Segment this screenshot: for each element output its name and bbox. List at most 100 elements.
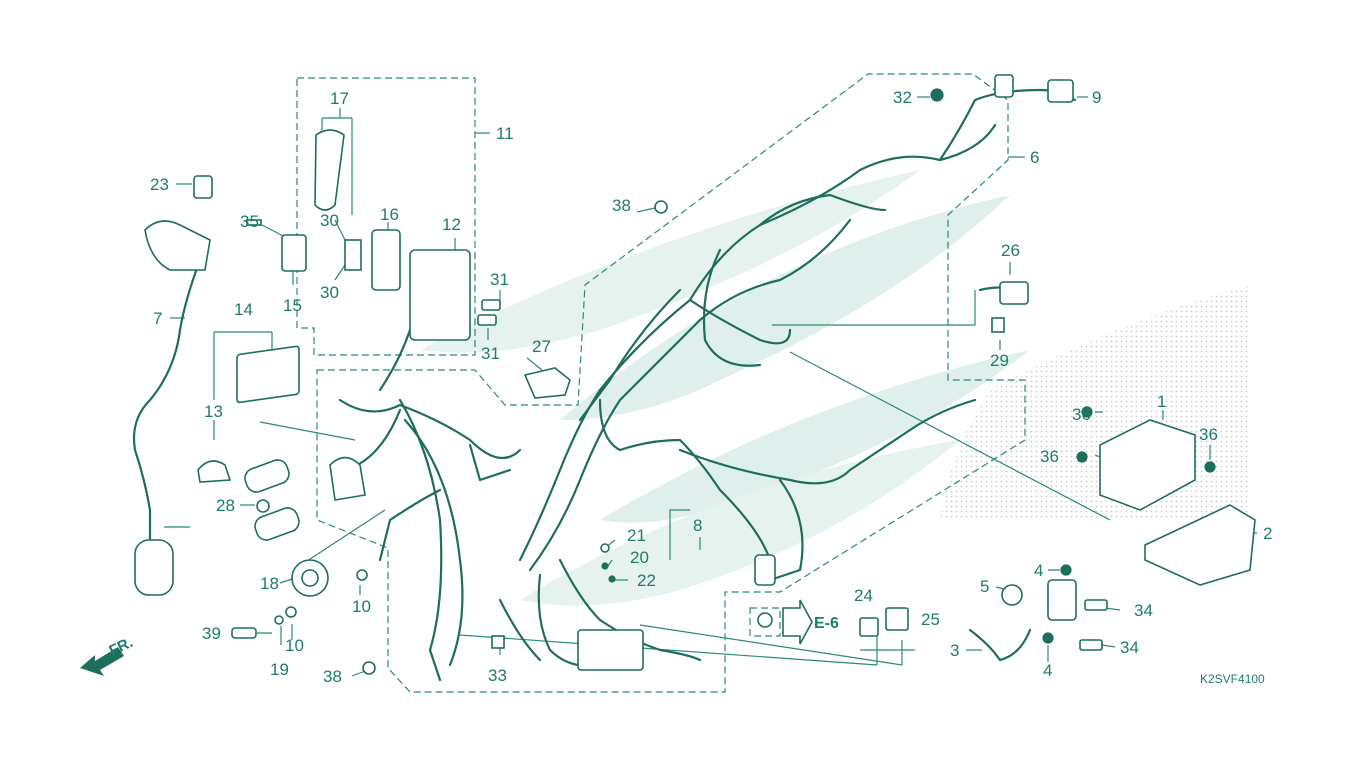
part-27-relay (523, 367, 571, 399)
parts (134, 74, 1256, 675)
callout-4a: 4 (1034, 561, 1043, 580)
callout-14: 14 (234, 300, 253, 319)
callout-10a: 10 (352, 597, 371, 616)
watermark-wing (420, 170, 1030, 606)
diagram-code: K2SVF4100 (1200, 672, 1265, 686)
part-12-ignition (409, 249, 471, 341)
callout-36a: 36 (1072, 405, 1091, 424)
callout-36c: 36 (1199, 425, 1218, 444)
part-31-screw (481, 299, 501, 311)
part-32-grommet (930, 88, 944, 102)
callouts: 1 2 3 4 4 5 6 7 8 9 10 10 11 12 13 14 15… (150, 88, 1272, 686)
part-36-nut (1081, 406, 1093, 418)
callout-26: 26 (1001, 241, 1020, 260)
callout-31b: 31 (481, 344, 500, 363)
part-18-horn-center (301, 569, 319, 587)
callout-33: 33 (488, 666, 507, 685)
part-26-sensor (999, 281, 1029, 305)
callout-25: 25 (921, 610, 940, 629)
part-3-sensor (1047, 579, 1077, 621)
callout-36b: 36 (1040, 447, 1059, 466)
callout-27: 27 (532, 337, 551, 356)
part-24-relay (859, 617, 879, 637)
part-5-grommet (1001, 584, 1023, 606)
e6-reference: E-6 (782, 599, 839, 645)
part-9-connector (994, 74, 1014, 98)
callout-32: 32 (893, 88, 912, 107)
part-4-nut (1060, 564, 1072, 576)
part-30-clip (344, 239, 362, 271)
part-35-screw (246, 219, 262, 226)
callout-30a: 30 (320, 211, 339, 230)
part-fuse-box (577, 629, 644, 671)
callout-11: 11 (496, 124, 514, 143)
outline-main-harness (316, 73, 1026, 693)
part-8-fuse (754, 554, 776, 586)
part-e6-bolt (757, 612, 773, 628)
assembly-outlines (296, 73, 1026, 693)
callout-7: 7 (153, 309, 162, 328)
part-key-fob-2 (254, 507, 300, 541)
watermark-logo (940, 285, 1250, 520)
callout-24: 24 (854, 586, 873, 605)
part-17-rod (314, 129, 345, 211)
ref-tag-label: E-6 (814, 615, 839, 632)
part-20-nut (601, 562, 609, 570)
part-36-nut-2 (1076, 451, 1088, 463)
callout-35: 35 (240, 212, 259, 231)
callout-20: 20 (630, 548, 649, 567)
part-13-strap (197, 460, 232, 483)
part-38-bolt-2 (654, 200, 668, 214)
part-34-bolt-2 (1079, 639, 1103, 651)
part-2-bracket (1144, 504, 1256, 586)
callout-28: 28 (216, 496, 235, 515)
part-23-cap (193, 175, 213, 199)
arrow-front-icon (80, 647, 124, 676)
callout-5: 5 (980, 577, 989, 596)
callout-9: 9 (1092, 88, 1101, 107)
callout-21: 21 (627, 526, 646, 545)
callout-38a: 38 (612, 196, 631, 215)
part-7-connector (144, 220, 211, 271)
callout-38b: 38 (323, 667, 342, 686)
wire-harness (132, 88, 1077, 682)
outline-e6-ref (749, 607, 781, 637)
callout-22: 22 (637, 571, 656, 590)
part-38-bolt (362, 661, 376, 675)
part-cover (329, 456, 366, 501)
part-31-screw-2 (477, 314, 497, 326)
part-39-bolt (231, 627, 257, 639)
part-4-nut-2 (1042, 632, 1054, 644)
callout-6: 6 (1030, 148, 1039, 167)
part-28-battery (256, 499, 270, 513)
callout-30b: 30 (320, 283, 339, 302)
fr-label: FR. (107, 634, 136, 660)
part-1-ecu (1099, 419, 1196, 511)
callout-3: 3 (950, 641, 959, 660)
callout-34b: 34 (1120, 638, 1139, 657)
callout-16: 16 (380, 205, 399, 224)
callout-19: 19 (270, 660, 289, 679)
callout-13: 13 (204, 402, 223, 421)
part-7-sensor (134, 539, 174, 596)
part-14-control-unit (236, 345, 300, 404)
callout-31a: 31 (490, 270, 509, 289)
part-9-sensor (1047, 79, 1074, 103)
callout-8: 8 (693, 516, 702, 535)
callout-17: 17 (330, 89, 349, 108)
callout-34a: 34 (1134, 601, 1153, 620)
callout-39: 39 (202, 624, 221, 643)
callout-4b: 4 (1043, 661, 1052, 680)
part-10-nut (356, 569, 368, 581)
part-33-clip (491, 635, 505, 649)
callout-12: 12 (442, 215, 461, 234)
part-10-nut-2 (285, 606, 297, 618)
callout-15: 15 (283, 296, 302, 315)
callout-18: 18 (260, 574, 279, 593)
callout-29: 29 (990, 351, 1009, 370)
part-29-bolt (991, 317, 1005, 333)
part-21-bolt (600, 543, 610, 553)
outline-group-11 (296, 77, 476, 356)
